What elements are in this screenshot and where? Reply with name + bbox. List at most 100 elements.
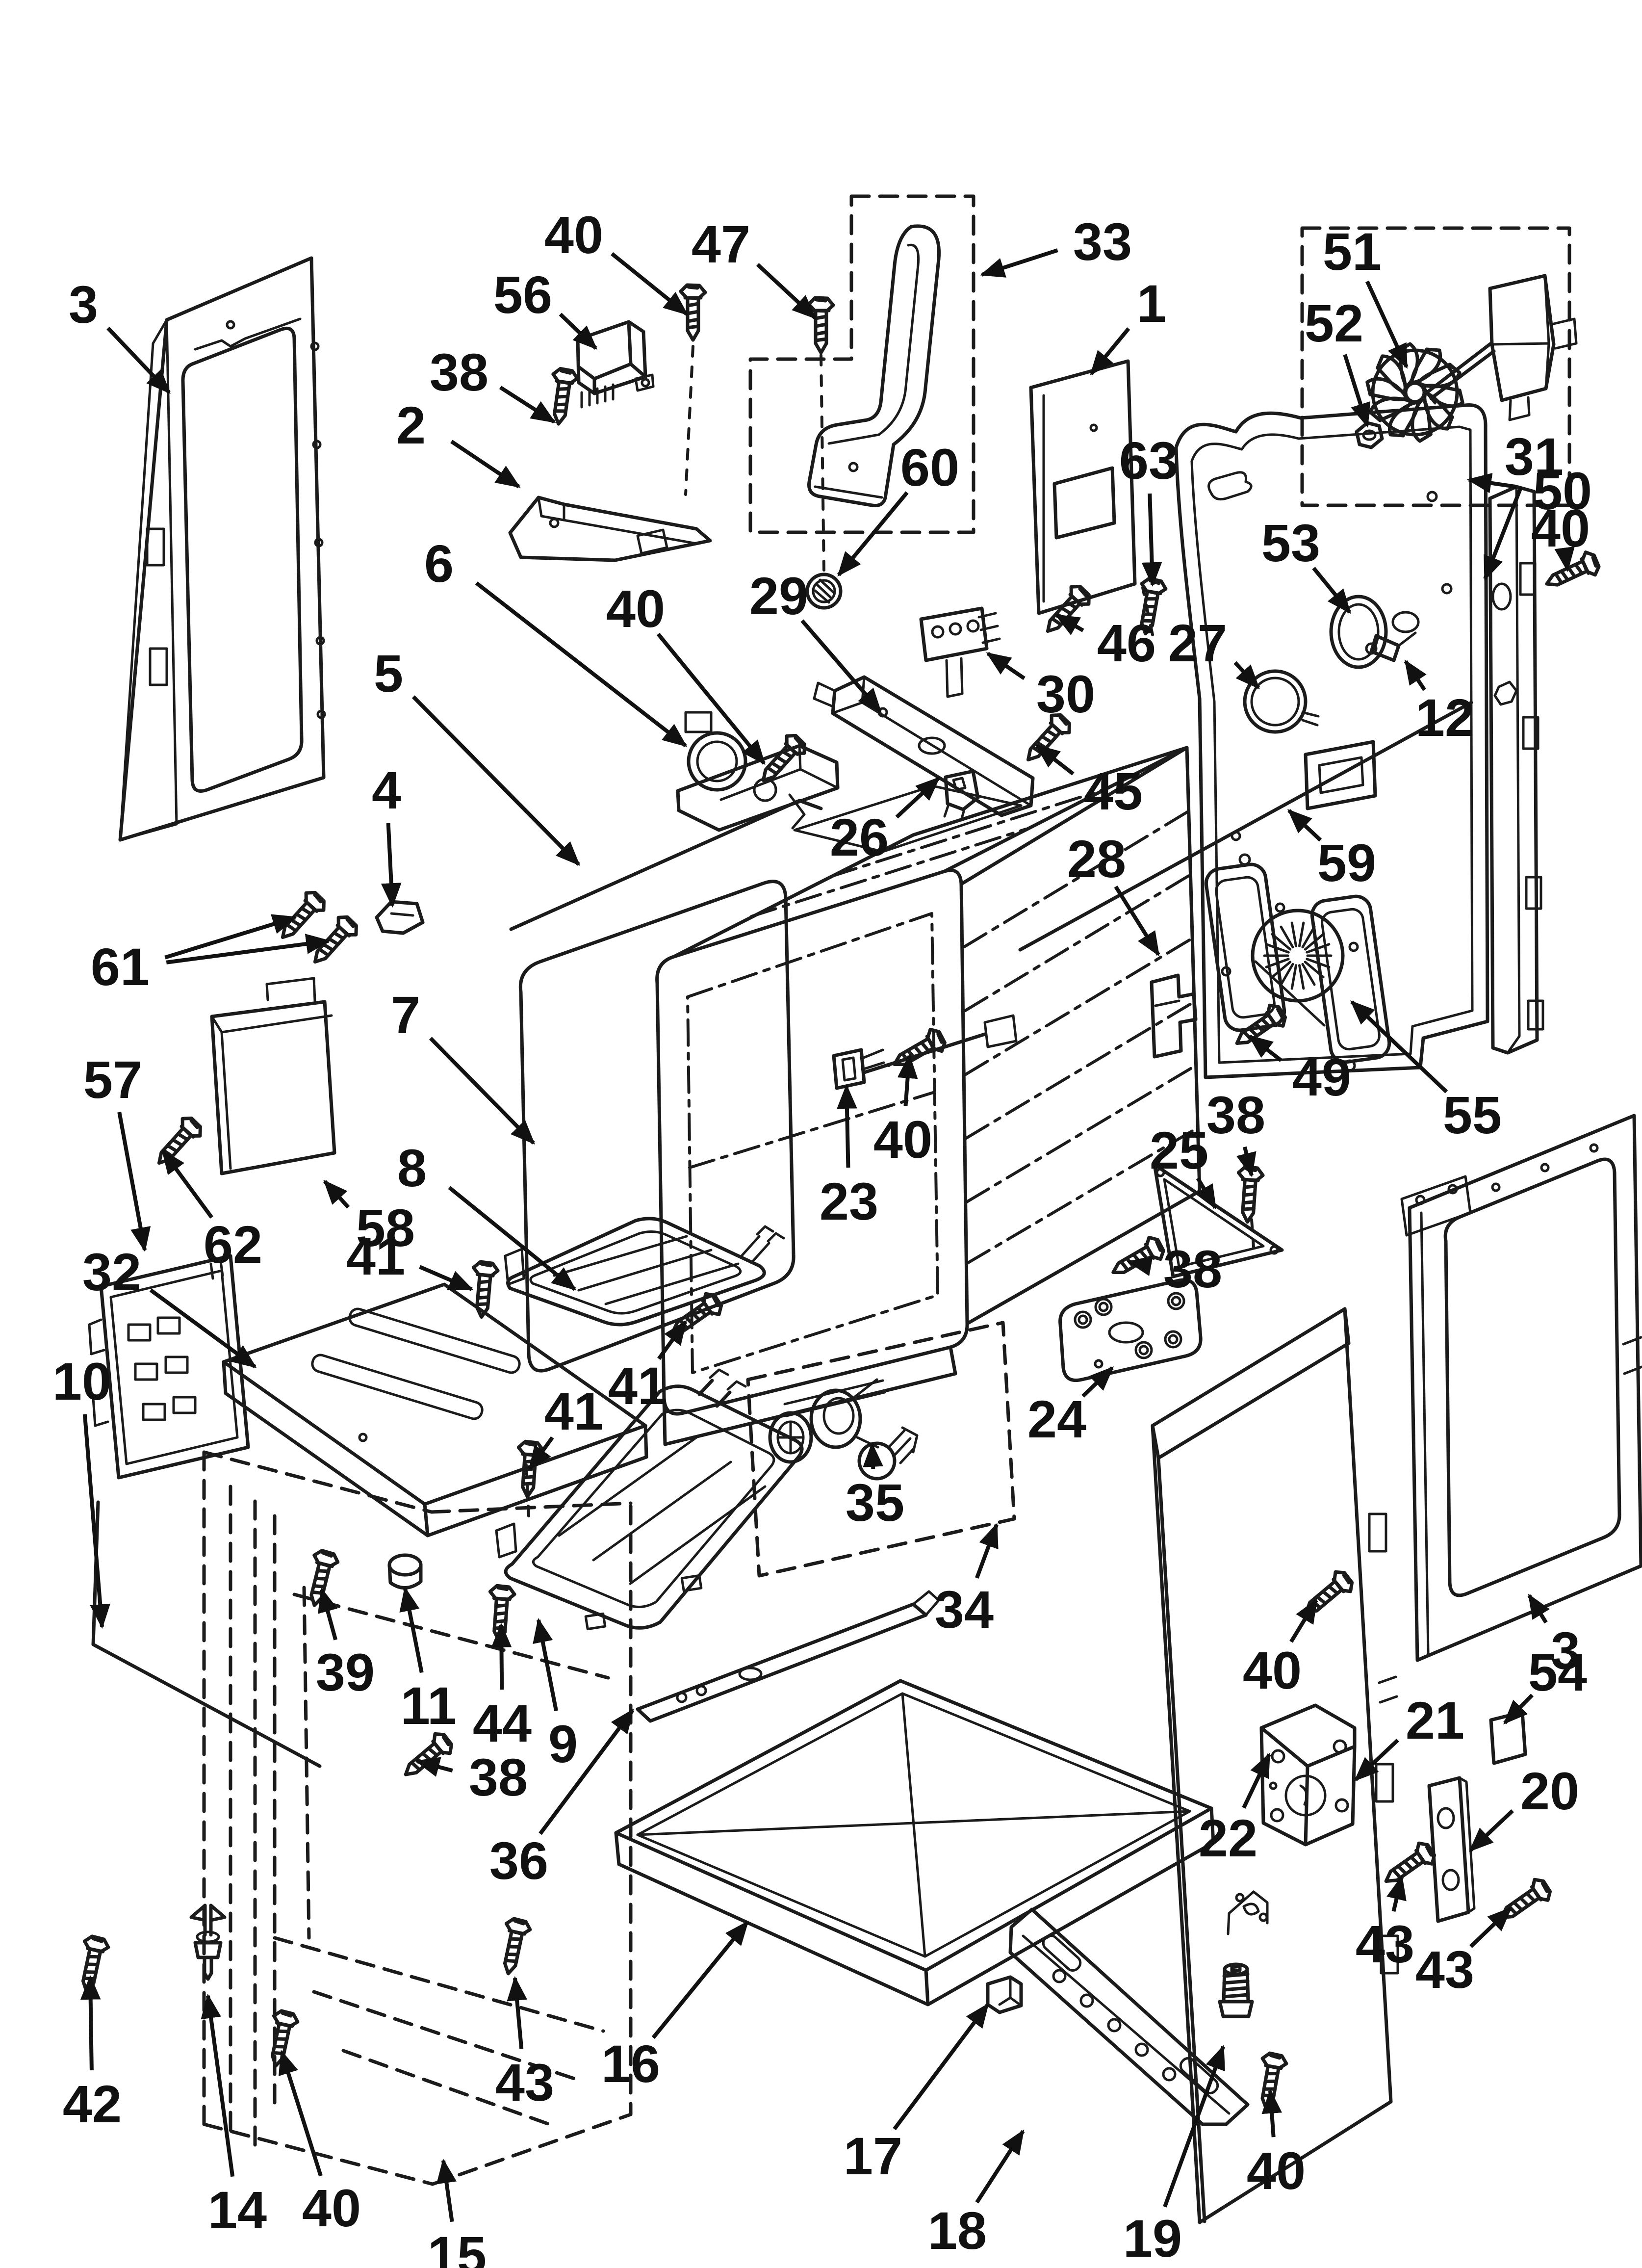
insulation-wrapper xyxy=(202,1450,633,2186)
part-number-label: 11 xyxy=(401,1676,457,1735)
callout-41-44: 41 xyxy=(528,1382,603,1471)
callout-3-67: 3 xyxy=(1527,1593,1580,1680)
part-number-label: 25 xyxy=(1150,1121,1208,1180)
callout-52-10: 52 xyxy=(1305,293,1371,428)
callout-leader-arrow xyxy=(278,2050,323,2177)
callout-leader-arrow xyxy=(975,1523,999,1579)
callout-63-8: 63 xyxy=(1119,431,1178,587)
callout-1-7: 1 xyxy=(1089,274,1166,376)
part-number-label: 36 xyxy=(489,1831,548,1890)
callout-leader-arrow xyxy=(1350,1000,1448,1094)
part-number-label: 1 xyxy=(1137,274,1166,333)
part-number-label: 17 xyxy=(844,2126,902,2186)
callout-leader-arrow xyxy=(1195,1177,1217,1210)
callout-leader-arrow xyxy=(80,1975,101,2071)
fan-blade xyxy=(1366,343,1463,443)
callout-24-32: 24 xyxy=(1027,1366,1114,1449)
part-number-label: 46 xyxy=(1097,613,1156,673)
callout-leader-arrow xyxy=(1054,613,1084,635)
callout-leader-arrow xyxy=(399,1586,424,1673)
callout-leader-arrow xyxy=(414,1757,453,1777)
spacer-cap xyxy=(387,1553,423,1590)
callout-leader-arrow xyxy=(1035,744,1075,776)
part-number-label: 29 xyxy=(749,566,808,626)
callout-leader-arrow xyxy=(1527,1593,1550,1624)
transformer xyxy=(576,320,655,409)
part-number-label: 33 xyxy=(1073,212,1132,271)
drawer-glide-rail xyxy=(1008,1890,1269,2126)
callout-leader-arrow xyxy=(1236,1146,1257,1178)
part-number-label: 38 xyxy=(469,1747,528,1807)
callout-59-17: 59 xyxy=(1287,809,1376,892)
part-number-label: 41 xyxy=(346,1226,405,1286)
callout-8-36: 8 xyxy=(397,1138,577,1291)
callout-leader-arrow xyxy=(528,1436,554,1471)
callout-leader-arrow xyxy=(897,1053,918,1106)
left-side-panel xyxy=(118,256,326,842)
screw-47 xyxy=(809,298,833,353)
shroud-vent-line xyxy=(1265,958,1290,968)
callout-leader-arrow xyxy=(1469,1907,1513,1948)
callout-9-46: 9 xyxy=(533,1617,578,1773)
callout-leader-arrow xyxy=(656,632,766,765)
part-number-label: 28 xyxy=(1067,829,1126,888)
part-number-label: 53 xyxy=(1261,513,1320,573)
latch-plate-20 xyxy=(1427,1776,1476,1923)
support-rod-59 xyxy=(1018,701,1473,952)
callout-10-42: 10 xyxy=(52,1352,111,1629)
callout-23-33: 23 xyxy=(820,1084,878,1231)
callout-61-37: 61 xyxy=(91,914,331,996)
board-cover xyxy=(210,977,336,1175)
callout-26-24: 26 xyxy=(830,777,941,867)
callout-5-72: 5 xyxy=(374,644,580,866)
callout-leader-arrow xyxy=(1365,280,1409,369)
part-number-label: 54 xyxy=(1528,1642,1587,1702)
callout-leader-arrow xyxy=(419,1265,474,1291)
callout-leader-arrow xyxy=(166,934,331,965)
callout-30-23: 30 xyxy=(986,652,1095,724)
callout-34-48: 34 xyxy=(935,1523,999,1639)
callout-leader-arrow xyxy=(1404,659,1427,691)
callout-47-5: 47 xyxy=(692,214,817,319)
part-number-label: 5 xyxy=(374,644,403,703)
callout-27-15: 27 xyxy=(1168,613,1260,690)
part-number-label: 43 xyxy=(1356,1914,1414,1974)
callout-leader-arrow xyxy=(539,1708,635,1835)
callout-3-0: 3 xyxy=(69,275,171,394)
screw-43-right xyxy=(1495,1876,1554,1928)
callout-leader-arrow xyxy=(201,1993,235,2177)
part-number-label: 62 xyxy=(204,1215,262,1274)
shroud-vent-line xyxy=(1298,921,1305,947)
callout-leader-arrow xyxy=(1089,327,1130,376)
handle-assembly xyxy=(748,194,975,534)
shroud-vent-line xyxy=(1280,963,1294,986)
part-number-label: 51 xyxy=(1323,222,1382,281)
callout-leader-arrow xyxy=(611,252,689,316)
shroud-vent-line xyxy=(1298,964,1305,990)
grommet xyxy=(805,573,843,610)
terminal-block xyxy=(919,606,1001,698)
callout-51-9: 51 xyxy=(1323,222,1409,369)
rear-side-trim xyxy=(1488,485,1544,1055)
callout-leader-arrow xyxy=(411,695,580,866)
callout-22-64: 22 xyxy=(1199,1752,1271,1868)
screw-38-plate xyxy=(1107,1234,1167,1283)
support-strip xyxy=(636,1590,940,1723)
callout-leader-arrow xyxy=(1312,567,1352,614)
callout-36-49: 36 xyxy=(489,1708,635,1890)
callout-leader-arrow xyxy=(837,1084,857,1168)
callout-leader-arrow xyxy=(1163,2045,1225,2208)
callout-33-6: 33 xyxy=(980,212,1132,278)
callout-4-73: 4 xyxy=(372,760,402,908)
latch-plate-24 xyxy=(1058,1278,1203,1382)
part-number-label: 22 xyxy=(1199,1808,1257,1868)
shroud-vent-line xyxy=(1290,964,1298,990)
part-number-label: 61 xyxy=(91,937,150,996)
part-number-label: 31 xyxy=(1505,427,1564,486)
part-number-label: 49 xyxy=(1292,1047,1351,1107)
callout-7-35: 7 xyxy=(391,985,535,1145)
door-latch-motor xyxy=(676,711,840,832)
latch-rod xyxy=(509,799,823,931)
callout-leader-arrow xyxy=(895,777,941,819)
